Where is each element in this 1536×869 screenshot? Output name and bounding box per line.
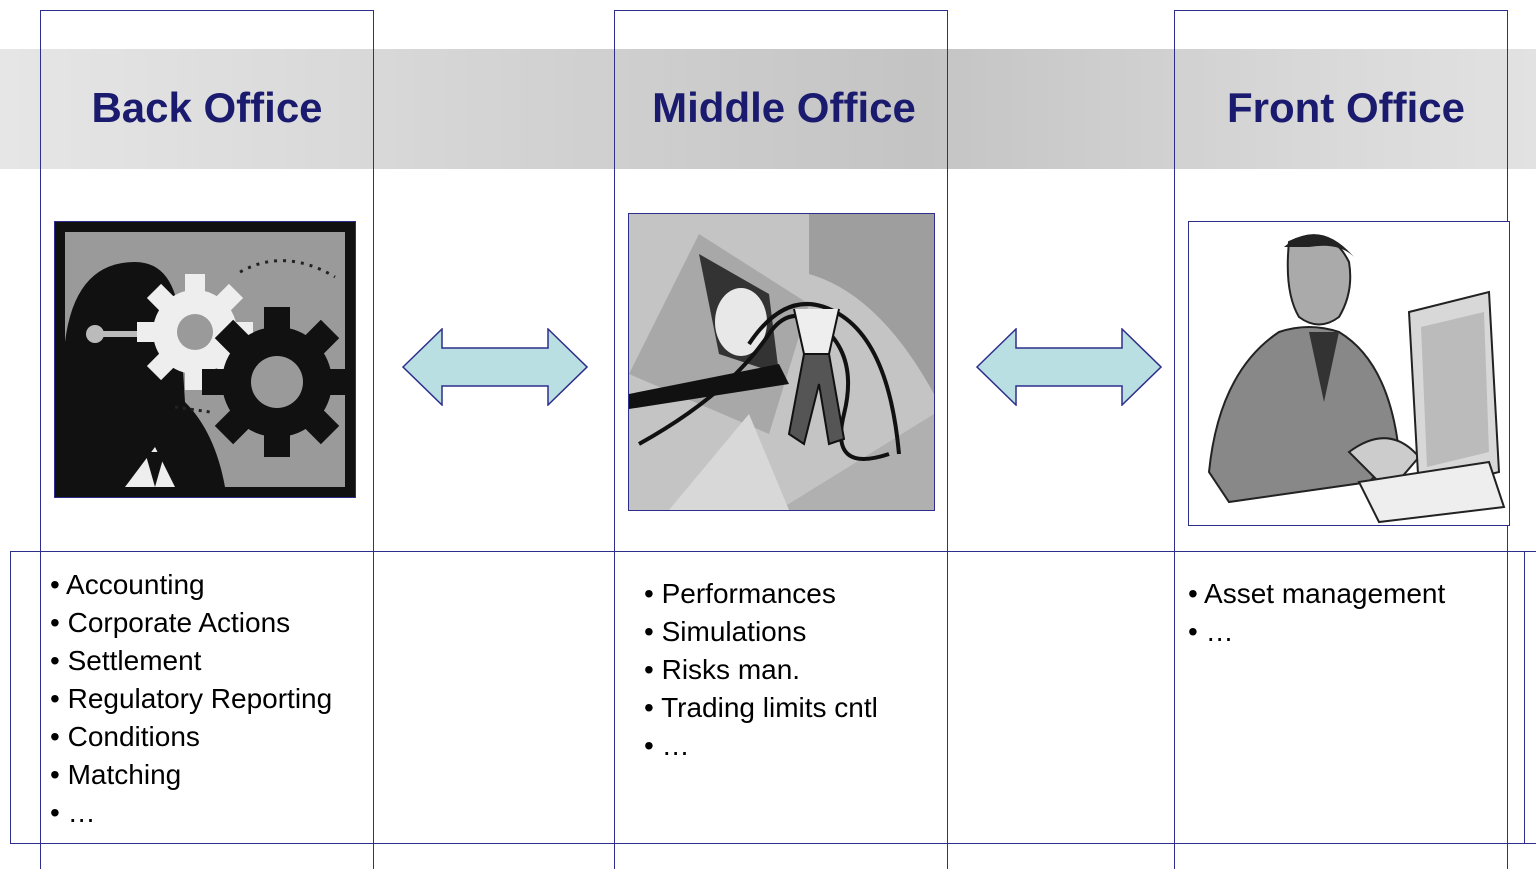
column-title-front-office: Front Office — [1227, 84, 1465, 131]
list-item: Settlement — [50, 642, 332, 680]
list-item: Risks man. — [644, 651, 878, 689]
list-item: Regulatory Reporting — [50, 680, 333, 718]
list-item: Matching — [50, 756, 332, 794]
list-item: Conditions — [50, 718, 332, 756]
table-row-divider — [10, 551, 1536, 552]
back-office-list: Accounting Corporate Actions Settlement … — [50, 566, 332, 832]
double-arrow-icon — [976, 328, 1162, 406]
list-item: Performances — [644, 575, 878, 613]
trader-computer-icon — [1188, 221, 1510, 526]
table-row-divider — [10, 843, 1536, 844]
column-divider — [40, 10, 41, 869]
column-divider — [947, 10, 948, 869]
col-border-top — [1174, 10, 1508, 11]
double-arrow-icon — [402, 328, 588, 406]
middle-office-list: Performances Simulations Risks man. Trad… — [644, 575, 878, 765]
table-right-edge — [1524, 551, 1525, 843]
column-divider — [373, 10, 374, 869]
column-divider — [1174, 10, 1175, 869]
list-item: Trading limits cntl — [644, 689, 878, 727]
column-title-back-office: Back Office — [91, 84, 323, 131]
list-item: Asset management — [1188, 575, 1445, 613]
col-border-top — [40, 10, 374, 11]
gears-head-icon — [54, 221, 356, 498]
col-border-top — [614, 10, 948, 11]
list-item: … — [644, 727, 878, 765]
list-item: Corporate Actions — [50, 604, 332, 642]
column-divider — [614, 10, 615, 869]
juggler-screen-icon — [628, 213, 935, 511]
table-left-edge — [10, 551, 11, 843]
front-office-list: Asset management … — [1188, 575, 1445, 651]
list-item: … — [50, 794, 332, 832]
list-item: … — [1188, 613, 1445, 651]
header-band — [0, 49, 1536, 169]
list-item: Accounting — [50, 566, 332, 604]
column-title-middle-office: Middle Office — [652, 84, 916, 131]
list-item: Simulations — [644, 613, 878, 651]
